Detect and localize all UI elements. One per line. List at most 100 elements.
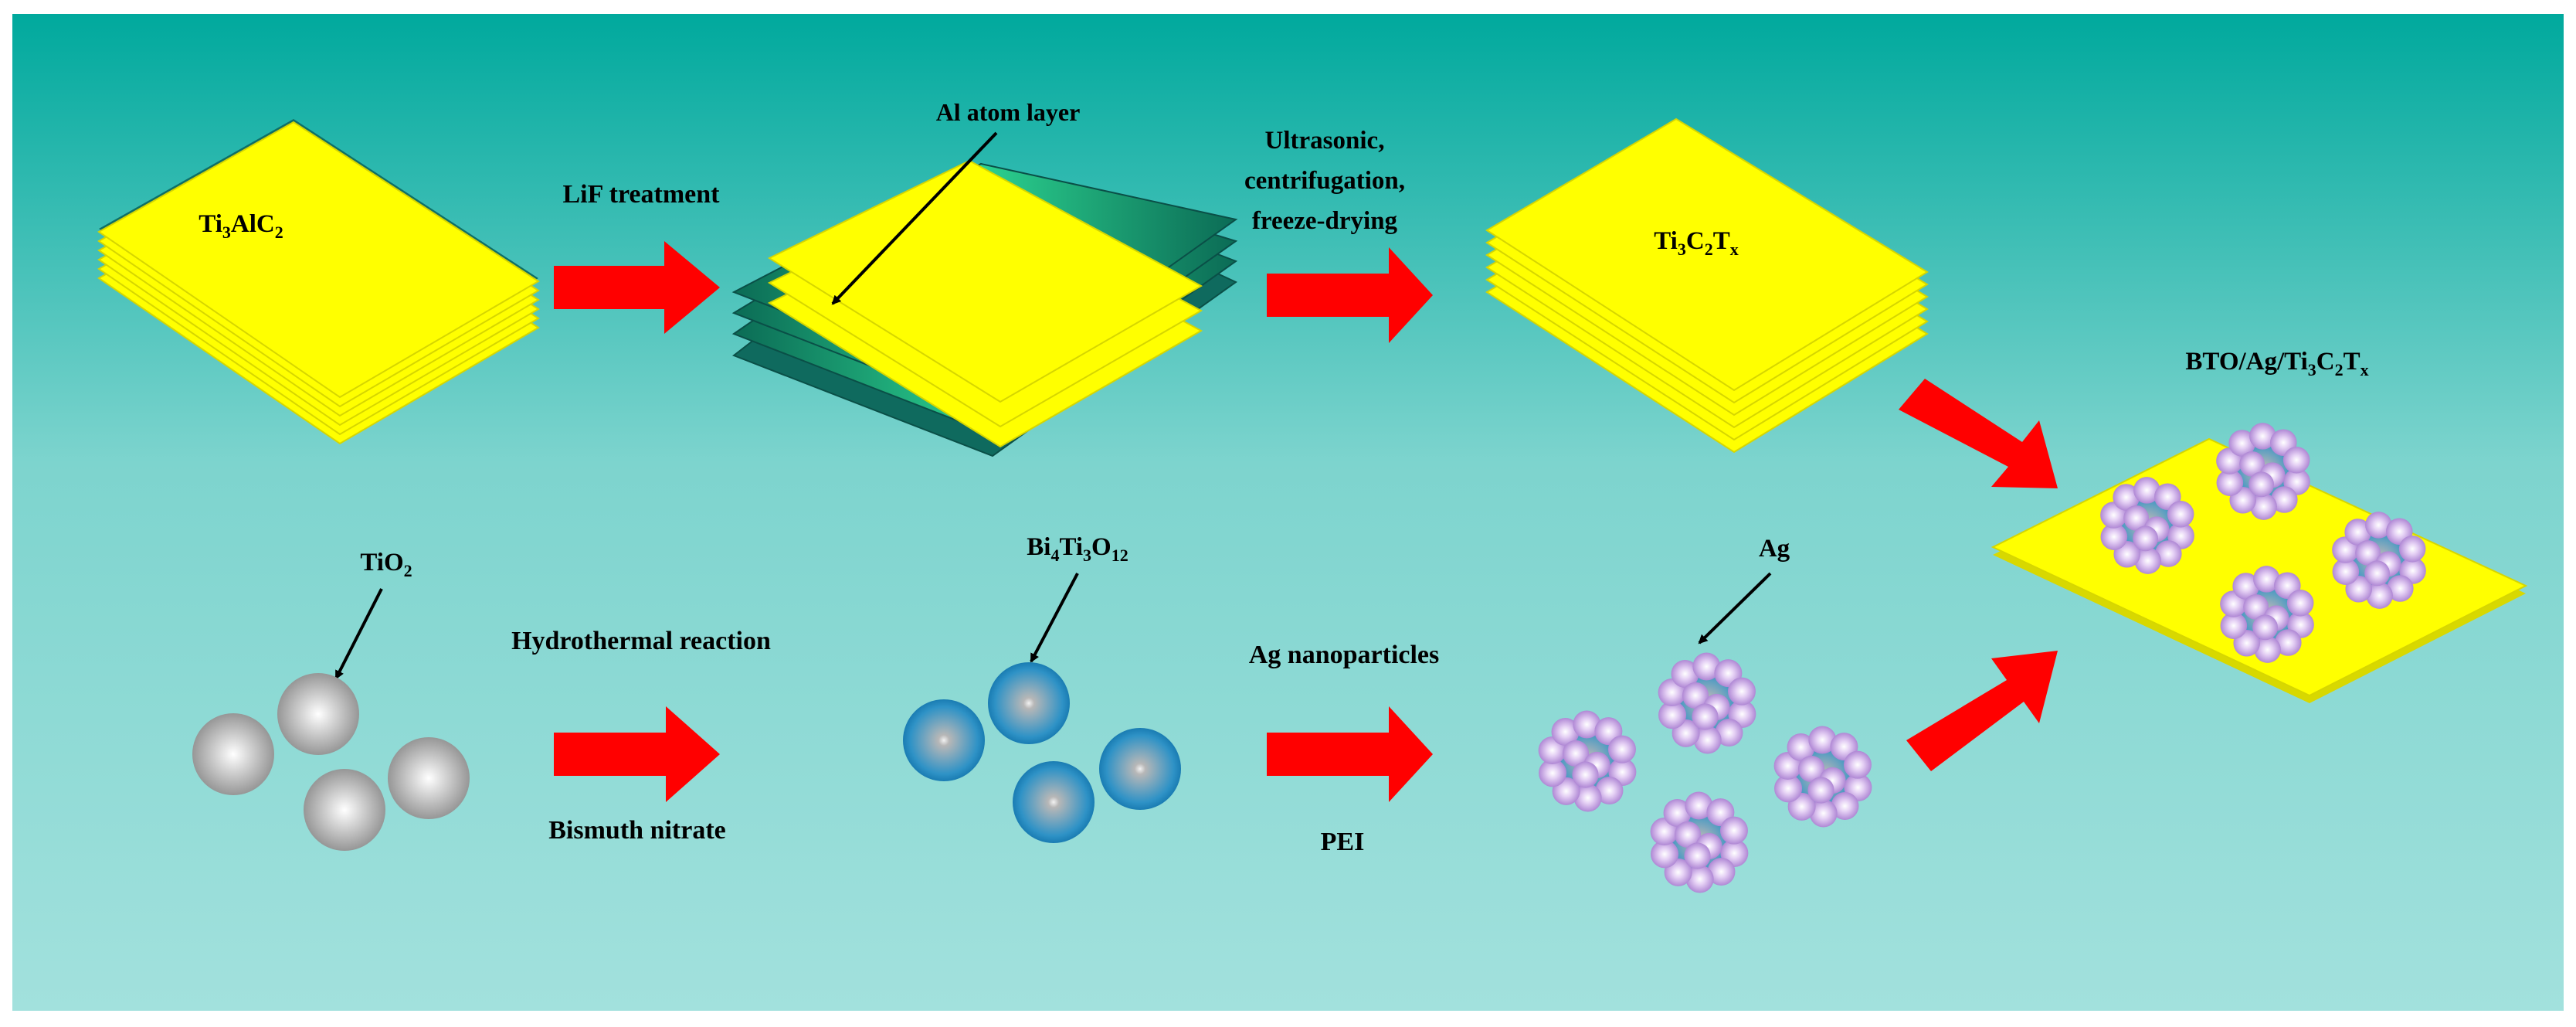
ag-nanoparticle bbox=[2252, 614, 2279, 641]
ag-nanoparticle bbox=[1843, 750, 1872, 779]
arrow-to-composite-upper bbox=[1899, 379, 2058, 488]
ag-nanoparticle bbox=[1651, 840, 1679, 869]
label-bi4ti3o12: Bi4Ti3O12 bbox=[1027, 533, 1128, 565]
bto-sphere bbox=[903, 699, 985, 781]
ag-nanoparticle bbox=[2133, 477, 2160, 504]
ag-nanoparticle bbox=[1562, 740, 1590, 767]
ag-nanoparticle bbox=[2220, 612, 2248, 639]
ag-nanoparticle bbox=[1809, 799, 1838, 828]
ag-decorated-particle bbox=[1773, 726, 1872, 828]
ag-nanoparticle bbox=[2387, 575, 2414, 602]
ag-nanoparticle bbox=[1595, 777, 1624, 805]
ag-nanoparticle bbox=[2282, 447, 2310, 474]
ag-nanoparticle bbox=[1674, 821, 1702, 848]
ag-nanoparticle bbox=[1692, 703, 1719, 730]
ag-nanoparticle bbox=[1658, 701, 1687, 729]
ag-decorated-particle bbox=[1650, 791, 1749, 893]
bto-sphere bbox=[1013, 761, 1095, 843]
label-hydrothermal-reaction: Hydrothermal reaction bbox=[511, 627, 771, 655]
label-ag-nanoparticles: Ag nanoparticles bbox=[1249, 641, 1440, 669]
ag-nanoparticle bbox=[2332, 558, 2360, 585]
ag-nanoparticle bbox=[2216, 469, 2244, 496]
ti3alc2-stack bbox=[97, 119, 540, 445]
ag-decorated-particle bbox=[2100, 477, 2194, 574]
ag-nanoparticle bbox=[2167, 501, 2194, 528]
ag-nanoparticle bbox=[2232, 573, 2259, 600]
label-ultrasonic-line1: Ultrasonic, bbox=[1265, 127, 1385, 155]
ag-nanoparticle bbox=[2366, 582, 2393, 609]
pointer-al-atom-layer bbox=[831, 131, 998, 305]
label-al-atom-layer: Al atom layer bbox=[936, 98, 1081, 126]
ag-nanoparticle bbox=[2123, 505, 2150, 531]
ag-nanoparticle bbox=[2133, 525, 2159, 552]
ag-nanoparticle bbox=[1719, 816, 1748, 845]
ag-nanoparticle bbox=[1727, 677, 1756, 706]
label-tio2: TiO2 bbox=[360, 549, 412, 580]
ag-nanoparticle bbox=[2355, 539, 2381, 566]
tio2-sphere bbox=[304, 769, 385, 851]
ag-decorated-particle bbox=[1538, 710, 1637, 812]
ag-nanoparticle bbox=[1797, 755, 1825, 783]
label-pei: PEI bbox=[1321, 828, 1365, 856]
ag-nanoparticle bbox=[2398, 536, 2426, 563]
ag-nanoparticle bbox=[2275, 629, 2302, 656]
pointer-bi4ti3o12 bbox=[1030, 573, 1079, 663]
composite-particles bbox=[2100, 423, 2426, 663]
ag-decorated-particle bbox=[2332, 512, 2426, 609]
ag-nanoparticle bbox=[1692, 652, 1721, 681]
ag-decorated-particle bbox=[1658, 652, 1756, 754]
arrow-lif-treatment bbox=[554, 241, 720, 334]
ag-decorated-particle bbox=[2220, 566, 2314, 663]
ag-nanoparticle bbox=[2134, 547, 2161, 574]
arrow-ag-nanoparticles bbox=[1267, 706, 1433, 802]
ag-nanoparticle bbox=[2365, 512, 2392, 539]
bto-sphere bbox=[1099, 728, 1181, 810]
ag-nanoparticle bbox=[2364, 560, 2391, 587]
label-ultrasonic-line2: centrifugation, bbox=[1244, 167, 1405, 195]
pointer-ag bbox=[1698, 572, 1772, 644]
tio2-sphere bbox=[192, 713, 274, 795]
ag-nanoparticle bbox=[2253, 566, 2280, 593]
label-bismuth-nitrate: Bismuth nitrate bbox=[548, 816, 726, 845]
ag-nanoparticle bbox=[1808, 726, 1837, 754]
ag-nanoparticle bbox=[1707, 858, 1736, 886]
tio2-sphere bbox=[388, 737, 470, 819]
ag-nanoparticle bbox=[1693, 726, 1722, 754]
ti3c2tx-stack bbox=[1485, 117, 1929, 454]
ag-nanoparticle bbox=[1663, 798, 1692, 827]
ag-nanoparticle bbox=[2254, 636, 2281, 663]
ag-nanoparticle bbox=[2113, 484, 2140, 511]
ag-nanoparticle bbox=[2344, 519, 2371, 546]
ag-nanoparticle bbox=[1684, 842, 1711, 869]
ag-nanoparticle bbox=[1685, 791, 1713, 820]
ag-nanoparticle bbox=[1573, 710, 1601, 739]
label-lif-treatment: LiF treatment bbox=[563, 180, 721, 209]
ag-nanoparticle bbox=[1787, 733, 1815, 761]
ag-nanoparticle bbox=[2243, 593, 2269, 620]
ag-nanoparticle bbox=[1807, 777, 1834, 804]
ag-decorated-particle bbox=[2216, 423, 2310, 520]
ag-nanoparticle bbox=[1551, 717, 1580, 746]
ag-nanoparticle bbox=[1831, 792, 1859, 821]
arrow-to-composite-lower bbox=[1906, 651, 2058, 771]
label-ti3alc2: Ti3AlC2 bbox=[199, 210, 283, 242]
etched-stack bbox=[731, 159, 1238, 457]
ag-nanoparticle bbox=[1671, 659, 1699, 688]
arrow-hydrothermal bbox=[554, 706, 720, 802]
ag-nanoparticle bbox=[1539, 759, 1567, 787]
ag-nanoparticle bbox=[1682, 682, 1709, 709]
ag-nanoparticle bbox=[2239, 451, 2265, 477]
ag-nanoparticle bbox=[1715, 719, 1743, 747]
ag-nanoparticle bbox=[1572, 761, 1599, 788]
label-ti3c2tx: Ti3C2Tx bbox=[1654, 227, 1738, 259]
ag-nanoparticle bbox=[2228, 430, 2255, 457]
ag-decorated-particles bbox=[1538, 652, 1872, 893]
ag-nanoparticle bbox=[2248, 471, 2275, 498]
ag-nanoparticle bbox=[2249, 423, 2276, 450]
ag-nanoparticle bbox=[1573, 784, 1602, 812]
ag-nanoparticle bbox=[1607, 735, 1636, 763]
ag-nanoparticle bbox=[2286, 590, 2314, 617]
ag-nanoparticle bbox=[2100, 523, 2128, 550]
